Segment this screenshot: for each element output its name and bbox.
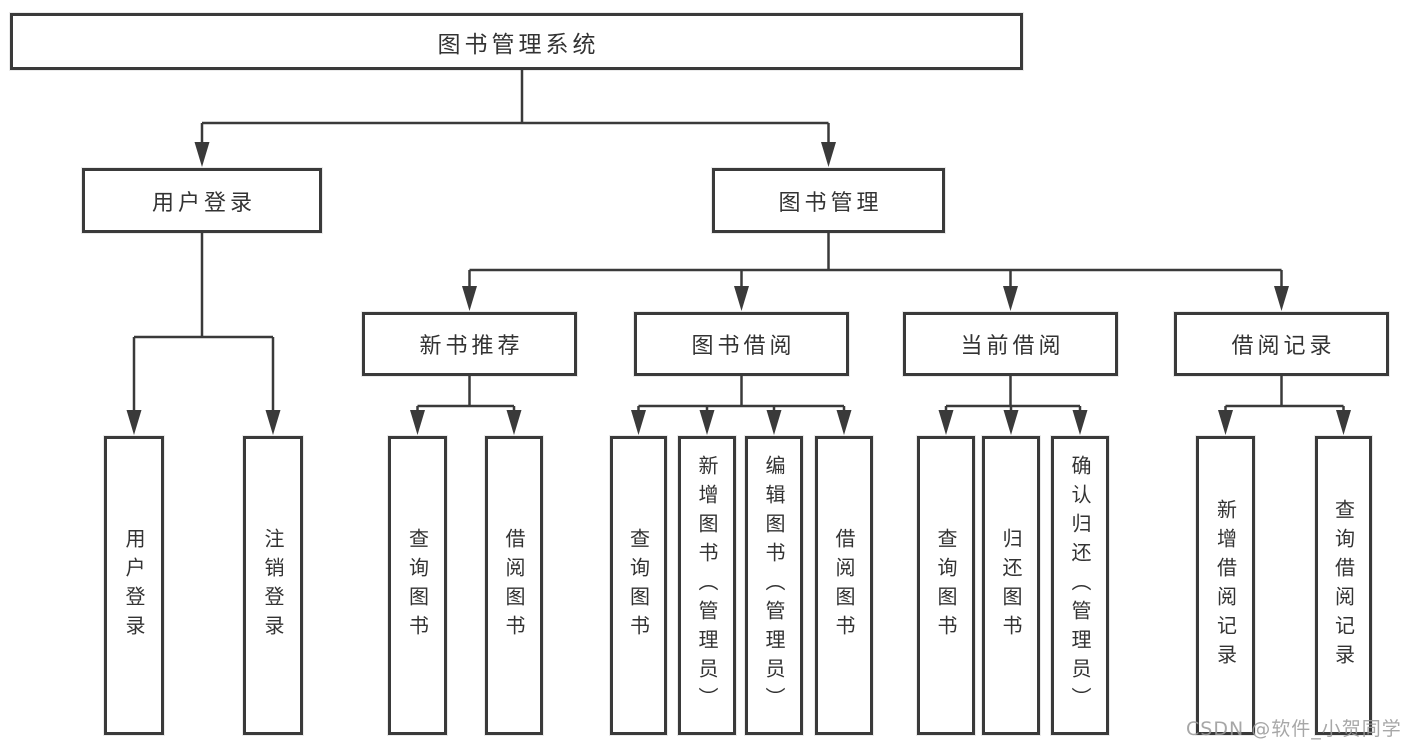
connector-borrow-records-to-leaves bbox=[1218, 376, 1351, 435]
node-root: 图书管理系统 bbox=[10, 13, 1023, 70]
connector-book-mgmt-to-level3 bbox=[462, 233, 1289, 311]
node-book-borrow: 图书借阅 bbox=[634, 312, 849, 376]
leaf-borrow-books-1: 借阅图书 bbox=[485, 436, 543, 735]
leaf-edit-book-admin: 编辑图书（管理员） bbox=[745, 436, 803, 735]
connector-book-borrow-to-leaves bbox=[631, 376, 852, 435]
leaf-borrow-books-2: 借阅图书 bbox=[815, 436, 873, 735]
leaf-confirm-return-admin: 确认归还（管理员） bbox=[1051, 436, 1109, 735]
node-borrow-records: 借阅记录 bbox=[1174, 312, 1389, 376]
node-book-mgmt: 图书管理 bbox=[712, 168, 945, 233]
connector-new-book-rec-to-leaves bbox=[410, 376, 522, 435]
node-new-book-rec: 新书推荐 bbox=[362, 312, 577, 376]
connector-root-to-level2 bbox=[194, 70, 836, 167]
node-current-borrow: 当前借阅 bbox=[903, 312, 1118, 376]
leaf-user-login: 用户登录 bbox=[104, 436, 164, 735]
leaf-return-book: 归还图书 bbox=[982, 436, 1040, 735]
connector-current-borrow-to-leaves bbox=[938, 376, 1088, 435]
connector-user-login-to-leaves bbox=[126, 233, 281, 435]
leaf-query-books-1: 查询图书 bbox=[388, 436, 447, 735]
leaf-query-books-3: 查询图书 bbox=[917, 436, 975, 735]
csdn-watermark: CSDN @软件_小贺同学 bbox=[1186, 718, 1402, 740]
leaf-logout: 注销登录 bbox=[243, 436, 303, 735]
leaf-query-borrow-record: 查询借阅记录 bbox=[1315, 436, 1372, 735]
leaf-add-borrow-record: 新增借阅记录 bbox=[1196, 436, 1255, 735]
leaf-query-books-2: 查询图书 bbox=[610, 436, 667, 735]
leaf-add-book-admin: 新增图书（管理员） bbox=[678, 436, 736, 735]
node-user-login: 用户登录 bbox=[82, 168, 322, 233]
